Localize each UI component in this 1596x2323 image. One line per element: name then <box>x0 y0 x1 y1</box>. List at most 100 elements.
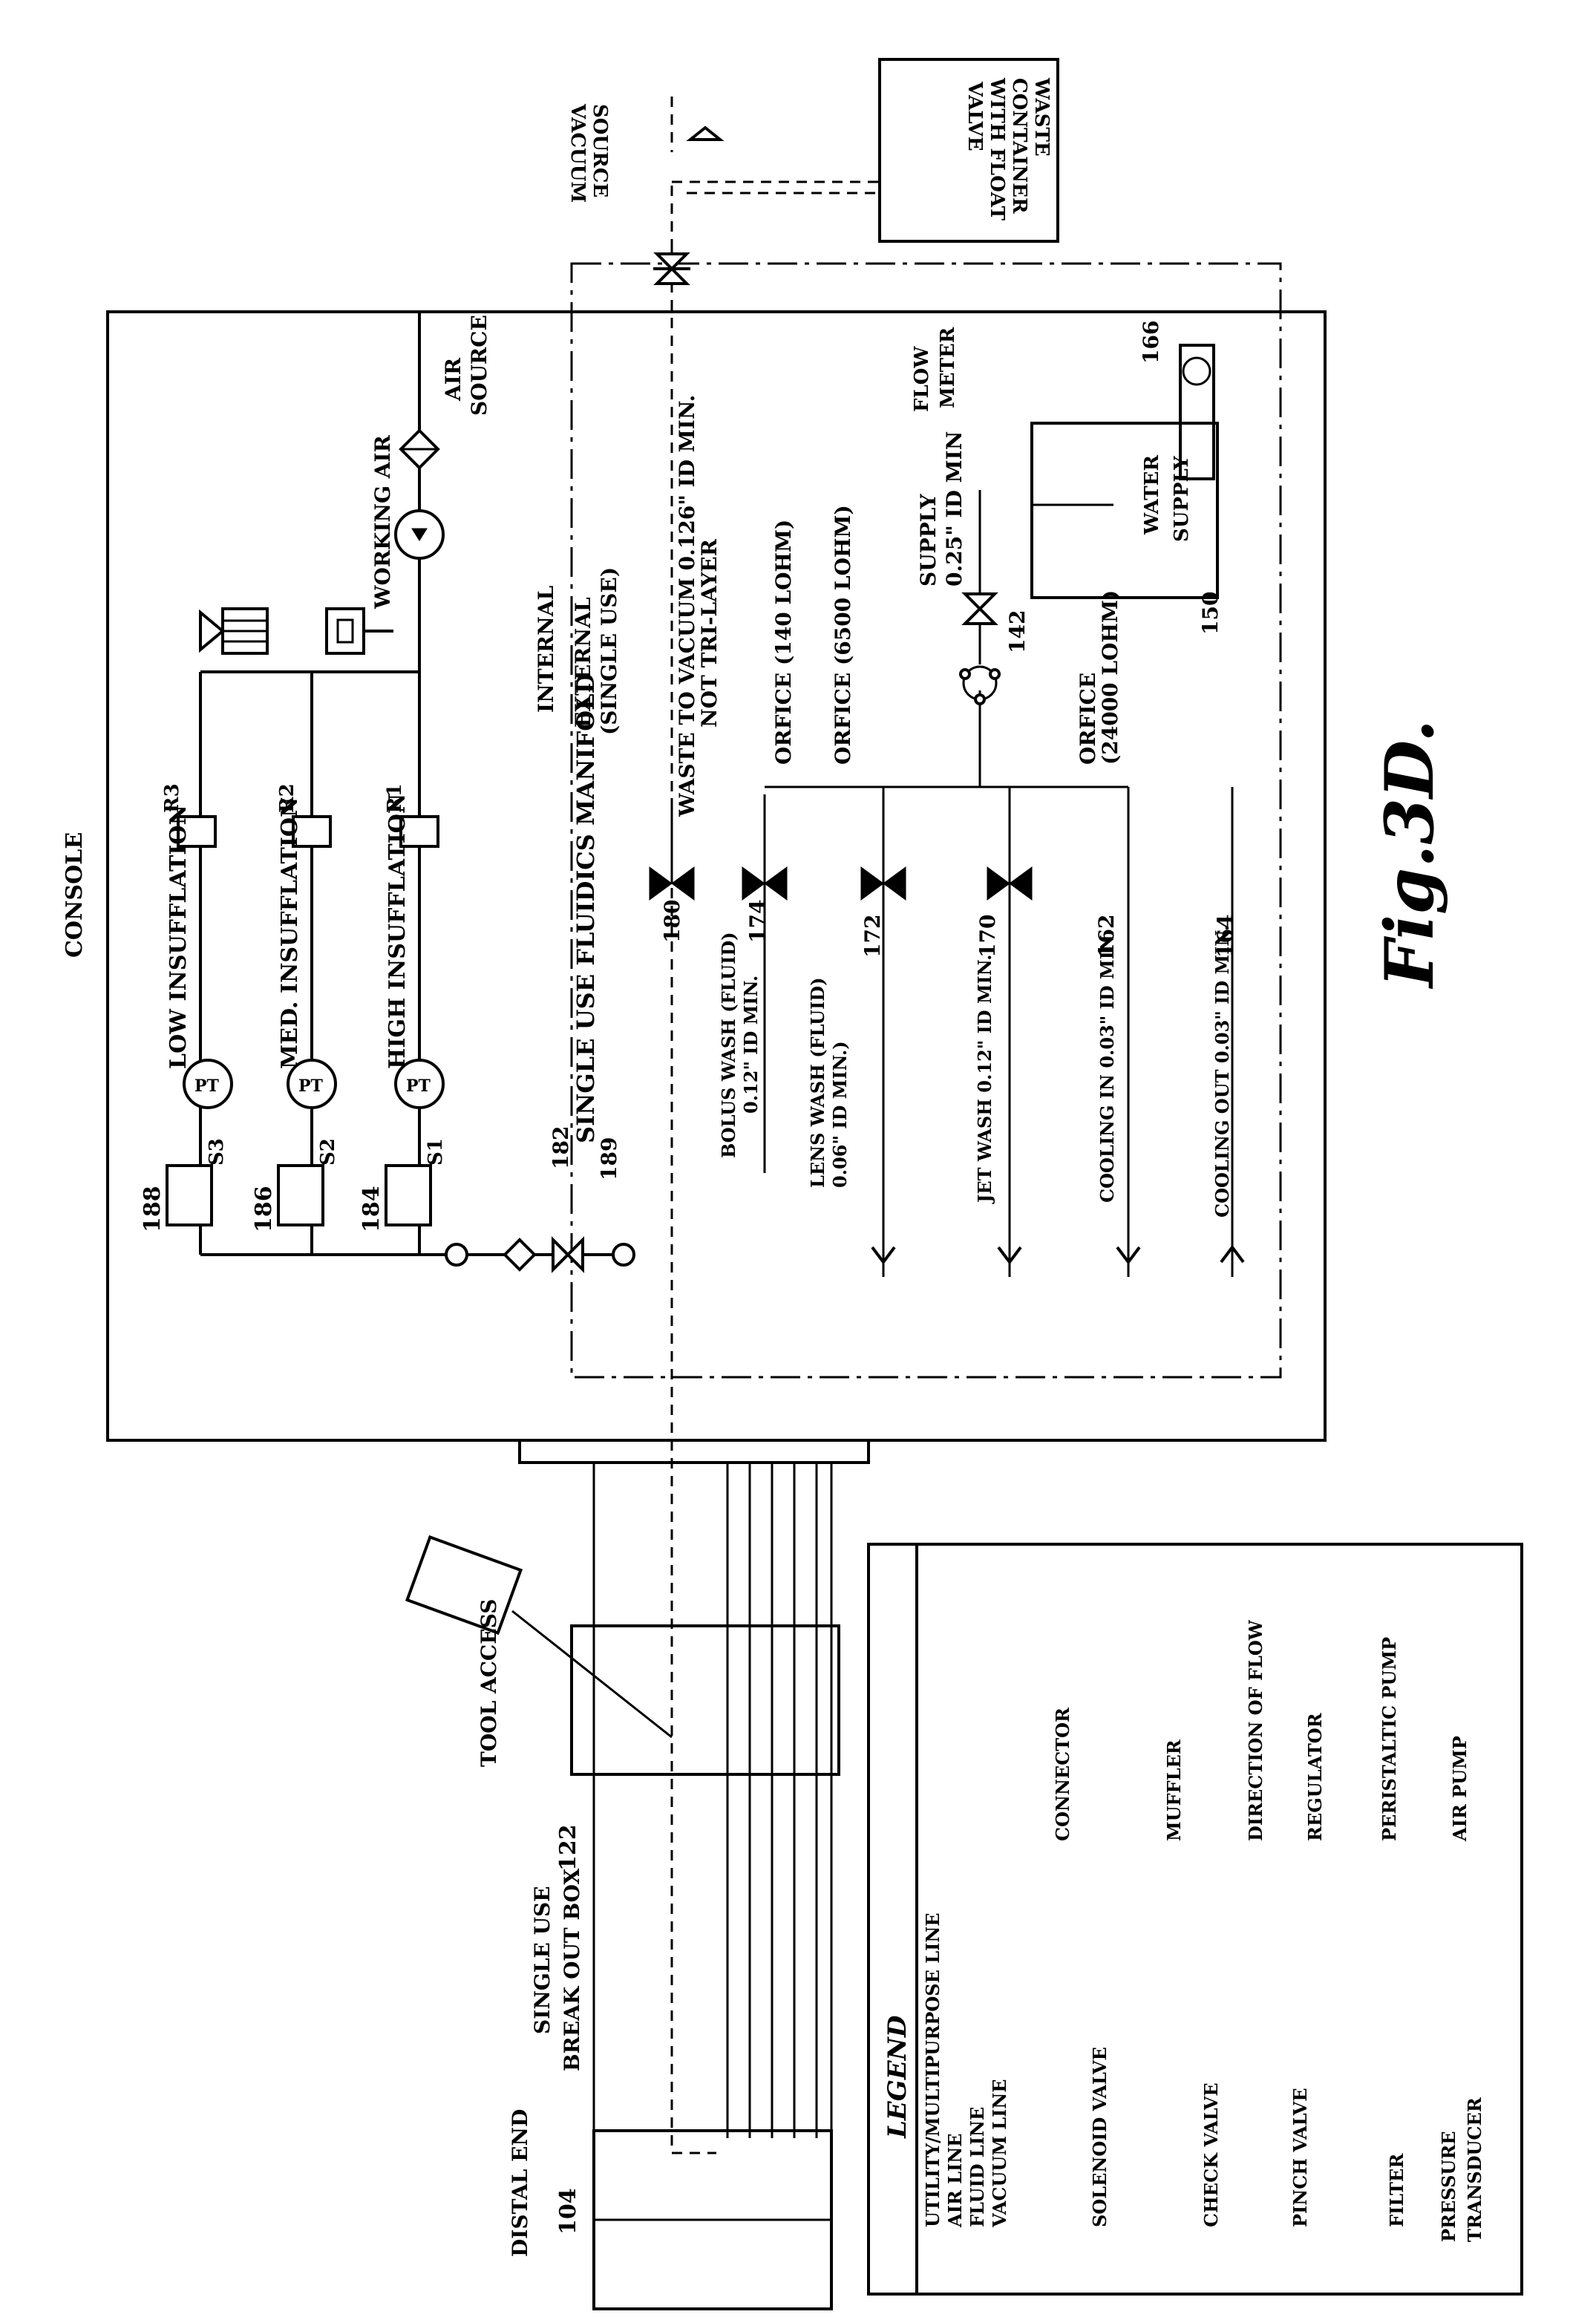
regulator-r1: R1 <box>384 783 439 848</box>
internal-label: INTERNAL <box>534 586 558 713</box>
svg-text:WATER: WATER <box>1141 455 1163 535</box>
air-filter <box>399 428 440 470</box>
svg-text:S3: S3 <box>206 1138 228 1166</box>
cooling-out-label: COOLING OUT 0.03" ID MIN. <box>1211 925 1233 1218</box>
distal-end-label: DISTAL END <box>508 2109 532 2257</box>
svg-text:PT: PT <box>298 1076 324 1096</box>
svg-text:PT: PT <box>194 1076 220 1096</box>
breakout-label: SINGLE USE <box>530 1886 555 2034</box>
manifold-label: SINGLE USE FLUIDICS MANIFOLD <box>572 673 600 1143</box>
legend: LEGEND UTILITY/MULTIPURPOSE LINE AIR LIN… <box>867 1543 1523 2296</box>
break-out-box-122: 122 <box>555 1624 840 1871</box>
ref-188: 188 <box>140 1186 166 1232</box>
svg-text:PINCH VALVE: PINCH VALVE <box>1289 2088 1311 2227</box>
svg-text:AIR PUMP: AIR PUMP <box>1449 1736 1471 1842</box>
high-insufflation-label: HIGH INSUFFLATION <box>385 794 411 1069</box>
orifice-24000-label-2: (24000 LOHM) <box>1098 590 1122 765</box>
svg-text:CONNECTOR: CONNECTOR <box>1052 1707 1073 1841</box>
low-insufflation-label: LOW INSUFFLATION <box>166 805 192 1069</box>
ref-174: 174 <box>745 900 770 943</box>
ref-182: 182 <box>549 1126 573 1169</box>
figure-label: Fig.3D. <box>1370 719 1449 990</box>
svg-text:R1: R1 <box>384 783 406 813</box>
svg-text:FILTER: FILTER <box>1386 2153 1407 2227</box>
svg-text:R2: R2 <box>276 783 298 813</box>
peristaltic-pump-142: 142 <box>959 610 1030 705</box>
bolus-wash-label: BOLUS WASH (FLUID) <box>718 932 739 1159</box>
ref-172: 172 <box>860 915 885 958</box>
supply-connector <box>961 592 998 625</box>
svg-text:MUFFLER: MUFFLER <box>1163 1739 1185 1841</box>
air-source-label: AIR <box>441 357 465 402</box>
lens-wash-label-2: 0.06" ID MIN.) <box>829 1041 851 1188</box>
muffler <box>199 607 269 655</box>
svg-text:166: 166 <box>1139 321 1163 364</box>
external-label: EXTERNAL <box>571 597 595 728</box>
svg-text:LEGEND: LEGEND <box>883 2015 912 2139</box>
orifice-140-label: ORFICE (140 LOHM) <box>771 520 796 765</box>
svg-text:TRANSDUCER: TRANSDUCER <box>1464 2097 1485 2242</box>
flow-meter-166: 166 FLOW METER <box>911 321 1215 480</box>
lens-wash-label: LENS WASH (FLUID) <box>807 978 828 1188</box>
not-tri-layer-label: NOT TRI-LAYER <box>697 538 722 728</box>
solenoid-valve-s2: S2 <box>277 1138 339 1226</box>
svg-text:VALVE: VALVE <box>964 81 986 151</box>
svg-text:PRESSURE: PRESSURE <box>1438 2131 1459 2242</box>
svg-text:TOOL ACCESS: TOOL ACCESS <box>477 1598 501 1767</box>
vacuum-source: VACUUM SOURCE <box>566 97 880 256</box>
solenoid-valve-s1: S1 <box>385 1138 447 1226</box>
air-pump <box>394 509 445 560</box>
ref-184: 184 <box>359 1186 385 1232</box>
single-use-boundary <box>570 262 1282 1379</box>
tool-access-port: TOOL ACCESS <box>405 1535 673 1767</box>
ref-104: 104 <box>555 2188 581 2235</box>
svg-text:142: 142 <box>1005 610 1030 653</box>
svg-text:VACUUM LINE: VACUUM LINE <box>989 2079 1010 2228</box>
svg-text:WASTE: WASTE <box>1030 77 1053 157</box>
svg-text:CONTAINER: CONTAINER <box>1008 78 1030 214</box>
svg-text:AIR LINE: AIR LINE <box>944 2134 966 2228</box>
bolus-wash-label-2: 0.12" ID MIN. <box>740 976 762 1114</box>
ref-180: 180 <box>660 900 684 943</box>
svg-text:SOURCE: SOURCE <box>589 104 611 197</box>
svg-text:S1: S1 <box>425 1138 447 1166</box>
svg-text:WITH FLOAT: WITH FLOAT <box>986 77 1008 220</box>
cable-bundle <box>592 1463 833 2310</box>
regulator-r2: R2 <box>276 783 332 848</box>
console-connector <box>518 1439 870 1464</box>
working-air-regulator: WORKING AIR <box>325 434 395 655</box>
svg-text:SOLENOID VALVE: SOLENOID VALVE <box>1089 2047 1111 2227</box>
svg-text:R3: R3 <box>161 783 183 813</box>
jet-wash-label: JET WASH 0.12" ID MIN. <box>974 954 995 1204</box>
waste-to-vacuum-label: WASTE TO VACUUM 0.126" ID MIN. <box>675 395 699 817</box>
console-label: CONSOLE <box>62 832 88 958</box>
supply-label: SUPPLY <box>916 493 941 587</box>
pressure-transducer-1: PT <box>394 1059 445 1109</box>
waste-container: WASTE CONTAINER WITH FLOAT VALVE <box>878 58 1059 243</box>
svg-text:150: 150 <box>1198 592 1223 635</box>
svg-text:WORKING AIR: WORKING AIR <box>370 434 395 610</box>
air-source-label-2: SOURCE <box>467 315 491 416</box>
svg-text:VACUUM: VACUUM <box>566 103 589 203</box>
orifice-24000-label: ORFICE <box>1076 673 1100 765</box>
svg-text:METER: METER <box>937 327 959 408</box>
svg-text:PT: PT <box>406 1076 431 1096</box>
med-insufflation-label: MED. INSUFFLATION <box>277 797 303 1069</box>
regulator-r3: R3 <box>161 783 217 848</box>
svg-text:UTILITY/MULTIPURPOSE LINE: UTILITY/MULTIPURPOSE LINE <box>922 1912 943 2227</box>
cooling-in-label: COOLING IN 0.03" ID MIN. <box>1096 929 1118 1203</box>
orifice-6500-label: ORFICE (6500 LOHM) <box>831 505 855 765</box>
solenoid-valve-s3: S3 <box>166 1138 228 1226</box>
vacuum-connector <box>653 245 690 285</box>
svg-text:122: 122 <box>555 1824 581 1871</box>
ref-186: 186 <box>251 1186 277 1232</box>
ref-162: 162 <box>1094 915 1119 958</box>
ref-170: 170 <box>975 915 1000 958</box>
svg-text:DIRECTION OF FLOW: DIRECTION OF FLOW <box>1245 1619 1266 1841</box>
ref-189: 189 <box>597 1137 621 1180</box>
svg-text:REGULATOR: REGULATOR <box>1304 1712 1326 1841</box>
supply-label-2: 0.25" ID MIN <box>942 431 967 587</box>
svg-text:PERISTALTIC PUMP: PERISTALTIC PUMP <box>1378 1637 1400 1841</box>
pressure-transducer-2: PT <box>287 1059 337 1109</box>
